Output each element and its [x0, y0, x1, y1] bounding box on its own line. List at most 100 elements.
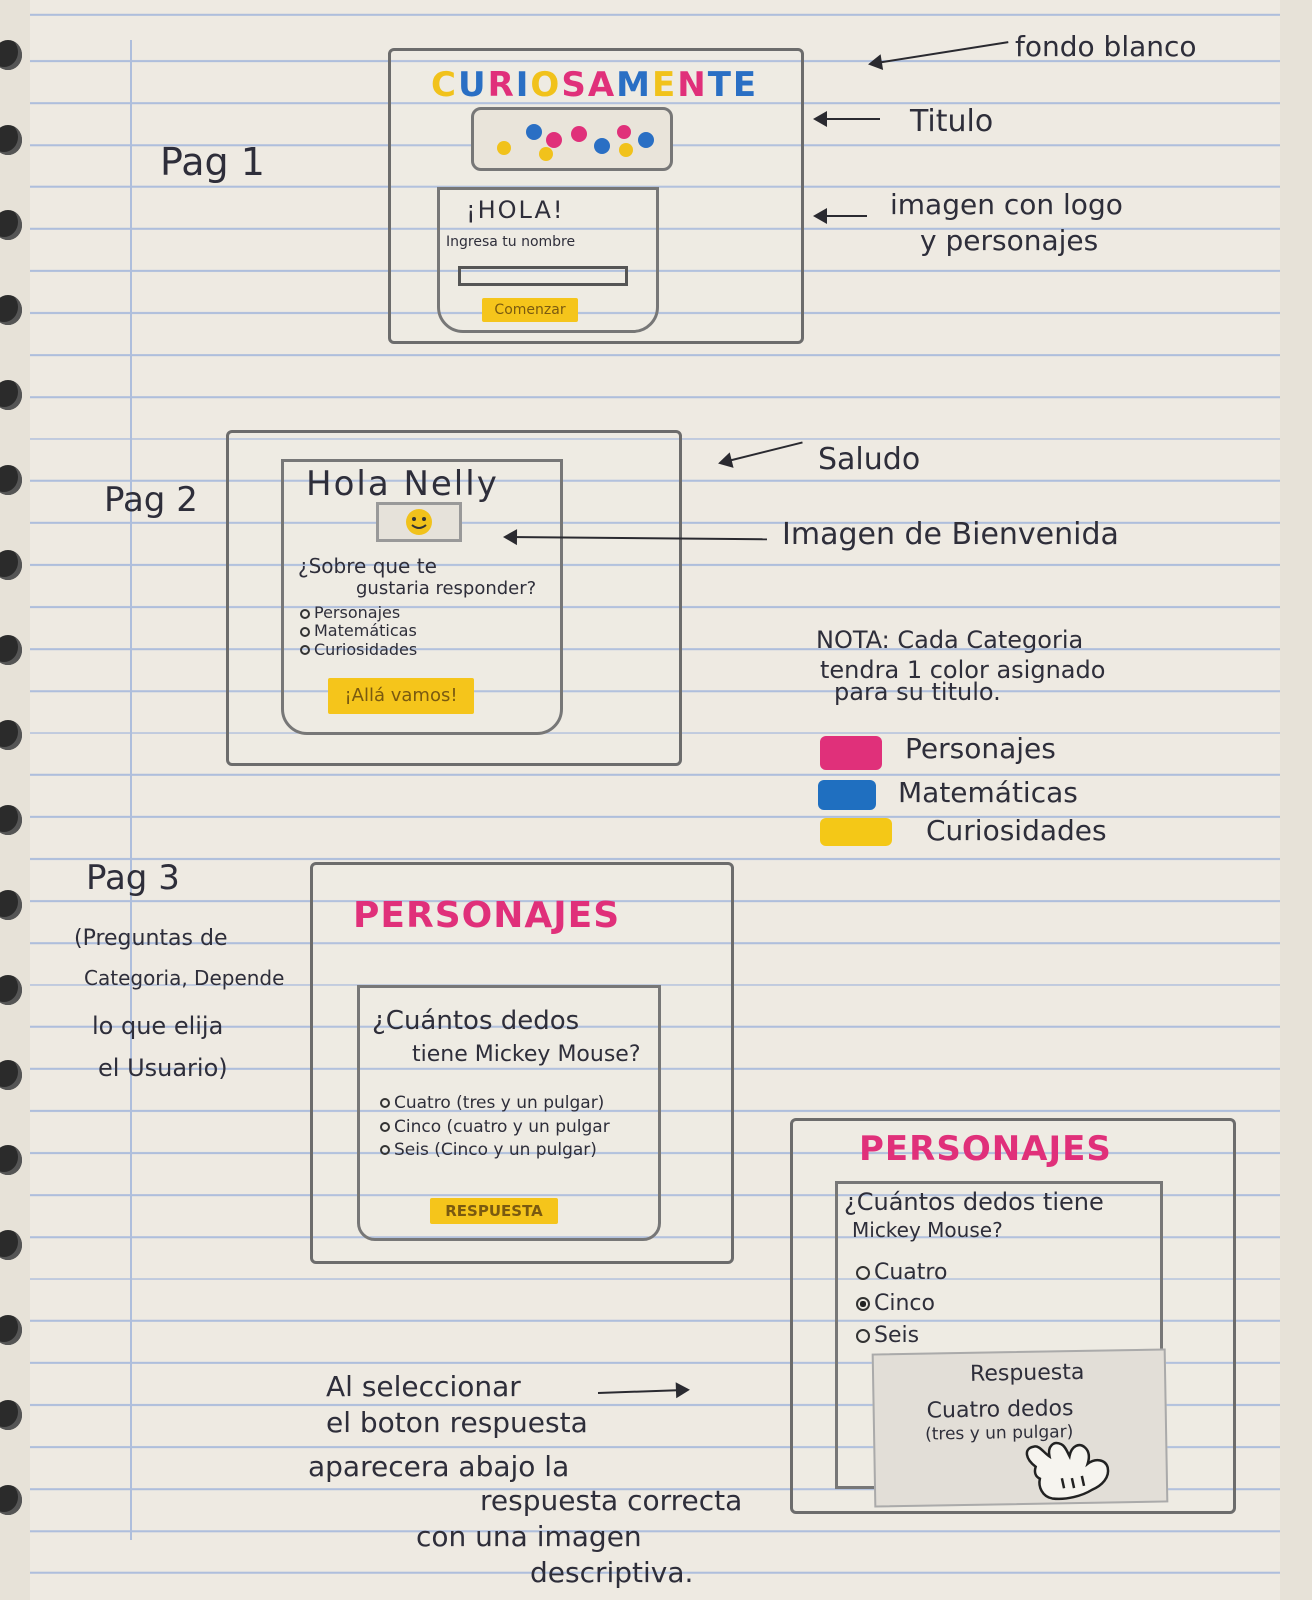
radio-icon[interactable]	[300, 645, 310, 656]
name-input[interactable]	[458, 266, 628, 286]
answer-option-1[interactable]: Cuatro (tres y un pulgar)	[380, 1093, 610, 1114]
spiral-holes	[0, 0, 30, 1600]
arrow-icon	[813, 208, 867, 224]
answer-options: Cuatro Cinco Seis	[856, 1260, 947, 1348]
radio-icon[interactable]	[380, 1098, 390, 1108]
title-letter: N	[677, 65, 708, 105]
page1-title: CURIOSAMENTE	[431, 65, 758, 105]
hola-heading: ¡HOLA!	[466, 196, 565, 224]
note-imagen-bienvenida: Imagen de Bienvenida	[782, 517, 1119, 552]
spiral-hole	[0, 635, 22, 665]
answer-option-3[interactable]: Seis	[856, 1323, 947, 1348]
notebook-page	[30, 0, 1280, 1600]
footer-note-2: el boton respuesta	[326, 1406, 588, 1439]
smiley-icon	[406, 509, 432, 535]
welcome-image	[376, 502, 462, 542]
category-title: PERSONAJES	[353, 895, 621, 936]
title-letter: R	[487, 65, 516, 105]
option-label: Cinco	[874, 1291, 935, 1317]
name-prompt: Ingresa tu nombre	[446, 234, 576, 250]
spiral-hole	[0, 465, 22, 495]
spiral-hole	[0, 890, 22, 920]
title-letter: T	[707, 65, 733, 105]
answer-panel: Respuesta Cuatro dedos (tres y un pulgar…	[871, 1348, 1169, 1508]
category-question-2: gustaria responder?	[356, 578, 537, 599]
pag3-desc-2: Categoria, Depende	[84, 966, 285, 990]
spiral-hole	[0, 210, 22, 240]
spiral-hole	[0, 550, 22, 580]
spiral-hole	[0, 1060, 22, 1090]
answer-button[interactable]: RESPUESTA	[430, 1198, 558, 1224]
spiral-hole	[0, 1485, 22, 1515]
title-letter: C	[431, 65, 458, 105]
option-label: Cuatro (tres y un pulgar)	[394, 1093, 605, 1113]
category-option-personajes[interactable]: Personajes	[300, 603, 417, 622]
option-label: Seis (Cinco y un pulgar)	[394, 1140, 597, 1161]
page-label-1: Pag 1	[160, 140, 265, 184]
question-card: ¿Cuántos dedos tiene Mickey Mouse? Cuatr…	[835, 1181, 1163, 1489]
spiral-hole	[0, 805, 22, 835]
option-label: Personajes	[314, 603, 401, 622]
radio-icon[interactable]	[856, 1297, 870, 1312]
title-letter: E	[732, 65, 759, 105]
spiral-hole	[0, 295, 22, 325]
footer-note-1: Al seleccionar	[326, 1370, 521, 1403]
spiral-hole	[0, 40, 22, 70]
page-label-2: Pag 2	[104, 480, 198, 520]
option-label: Seis	[874, 1322, 920, 1348]
title-letter: M	[616, 65, 652, 105]
spiral-hole	[0, 975, 22, 1005]
note-nota-1: NOTA: Cada Categoria	[816, 626, 1084, 654]
question-card: ¿Cuántos dedos tiene Mickey Mouse? Cuatr…	[357, 985, 661, 1241]
legend-swatch-curiosidades	[820, 818, 892, 846]
title-letter: O	[530, 65, 562, 105]
radio-icon[interactable]	[300, 608, 310, 619]
radio-icon[interactable]	[856, 1328, 870, 1343]
question-line-2: Mickey Mouse?	[852, 1218, 1003, 1242]
option-label: Cinco (cuatro y un pulgar	[394, 1116, 610, 1137]
option-label: Matemáticas	[314, 621, 417, 641]
answer-option-2[interactable]: Cinco	[856, 1291, 947, 1316]
glove-hand-icon	[1025, 1441, 1110, 1501]
spiral-hole	[0, 1145, 22, 1175]
spiral-hole	[0, 1315, 22, 1345]
note-imagen-logo-2: y personajes	[920, 224, 1099, 257]
note-titulo: Titulo	[910, 104, 994, 139]
note-imagen-logo-1: imagen con logo	[890, 188, 1123, 221]
page1-frame: CURIOSAMENTE ¡HOLA! Ingresa tu nombre Co…	[388, 48, 804, 344]
page1-login-card: ¡HOLA! Ingresa tu nombre Comenzar	[437, 187, 659, 333]
answer-line-1: Cuatro dedos	[926, 1396, 1074, 1424]
answer-option-3[interactable]: Seis (Cinco y un pulgar)	[380, 1140, 610, 1161]
radio-icon[interactable]	[300, 626, 310, 637]
legend-swatch-personajes	[820, 736, 882, 770]
question-line-1: ¿Cuántos dedos	[372, 1006, 580, 1036]
user-greeting: Hola Nelly	[306, 464, 499, 504]
page3-frame: PERSONAJES ¿Cuántos dedos tiene Mickey M…	[310, 862, 734, 1264]
category-option-matematicas[interactable]: Matemáticas	[300, 622, 417, 640]
title-letter: S	[561, 65, 588, 105]
margin-line	[130, 40, 133, 1540]
category-option-curiosidades[interactable]: Curiosidades	[300, 640, 417, 659]
page2-frame: Hola Nelly ¿Sobre que te gustaria respon…	[226, 430, 682, 766]
question-line-1: ¿Cuántos dedos tiene	[844, 1188, 1104, 1216]
spiral-hole	[0, 380, 22, 410]
radio-icon[interactable]	[856, 1266, 870, 1280]
answer-option-1[interactable]: Cuatro	[856, 1260, 947, 1285]
answer-options: Cuatro (tres y un pulgar) Cinco (cuatro …	[380, 1093, 610, 1161]
answer-option-2[interactable]: Cinco (cuatro y un pulgar	[380, 1116, 610, 1138]
pag3-desc-3: lo que elija	[92, 1012, 224, 1040]
page4-frame: PERSONAJES ¿Cuántos dedos tiene Mickey M…	[790, 1118, 1236, 1514]
radio-icon[interactable]	[380, 1121, 390, 1132]
note-fondo: fondo blanco	[1015, 30, 1197, 63]
lets-go-button[interactable]: ¡Allá vamos!	[328, 678, 474, 714]
characters-icon	[497, 124, 654, 161]
footer-note-3: aparecera abajo la	[308, 1450, 570, 1483]
start-button[interactable]: Comenzar	[482, 298, 578, 322]
page-label-3: Pag 3	[86, 858, 180, 898]
spiral-hole	[0, 125, 22, 155]
answer-title: Respuesta	[969, 1359, 1085, 1387]
radio-icon[interactable]	[380, 1145, 390, 1156]
footer-note-5: con una imagen	[416, 1520, 642, 1553]
note-nota-2: tendra 1 color asignado	[820, 656, 1106, 684]
title-letter: A	[587, 65, 617, 105]
